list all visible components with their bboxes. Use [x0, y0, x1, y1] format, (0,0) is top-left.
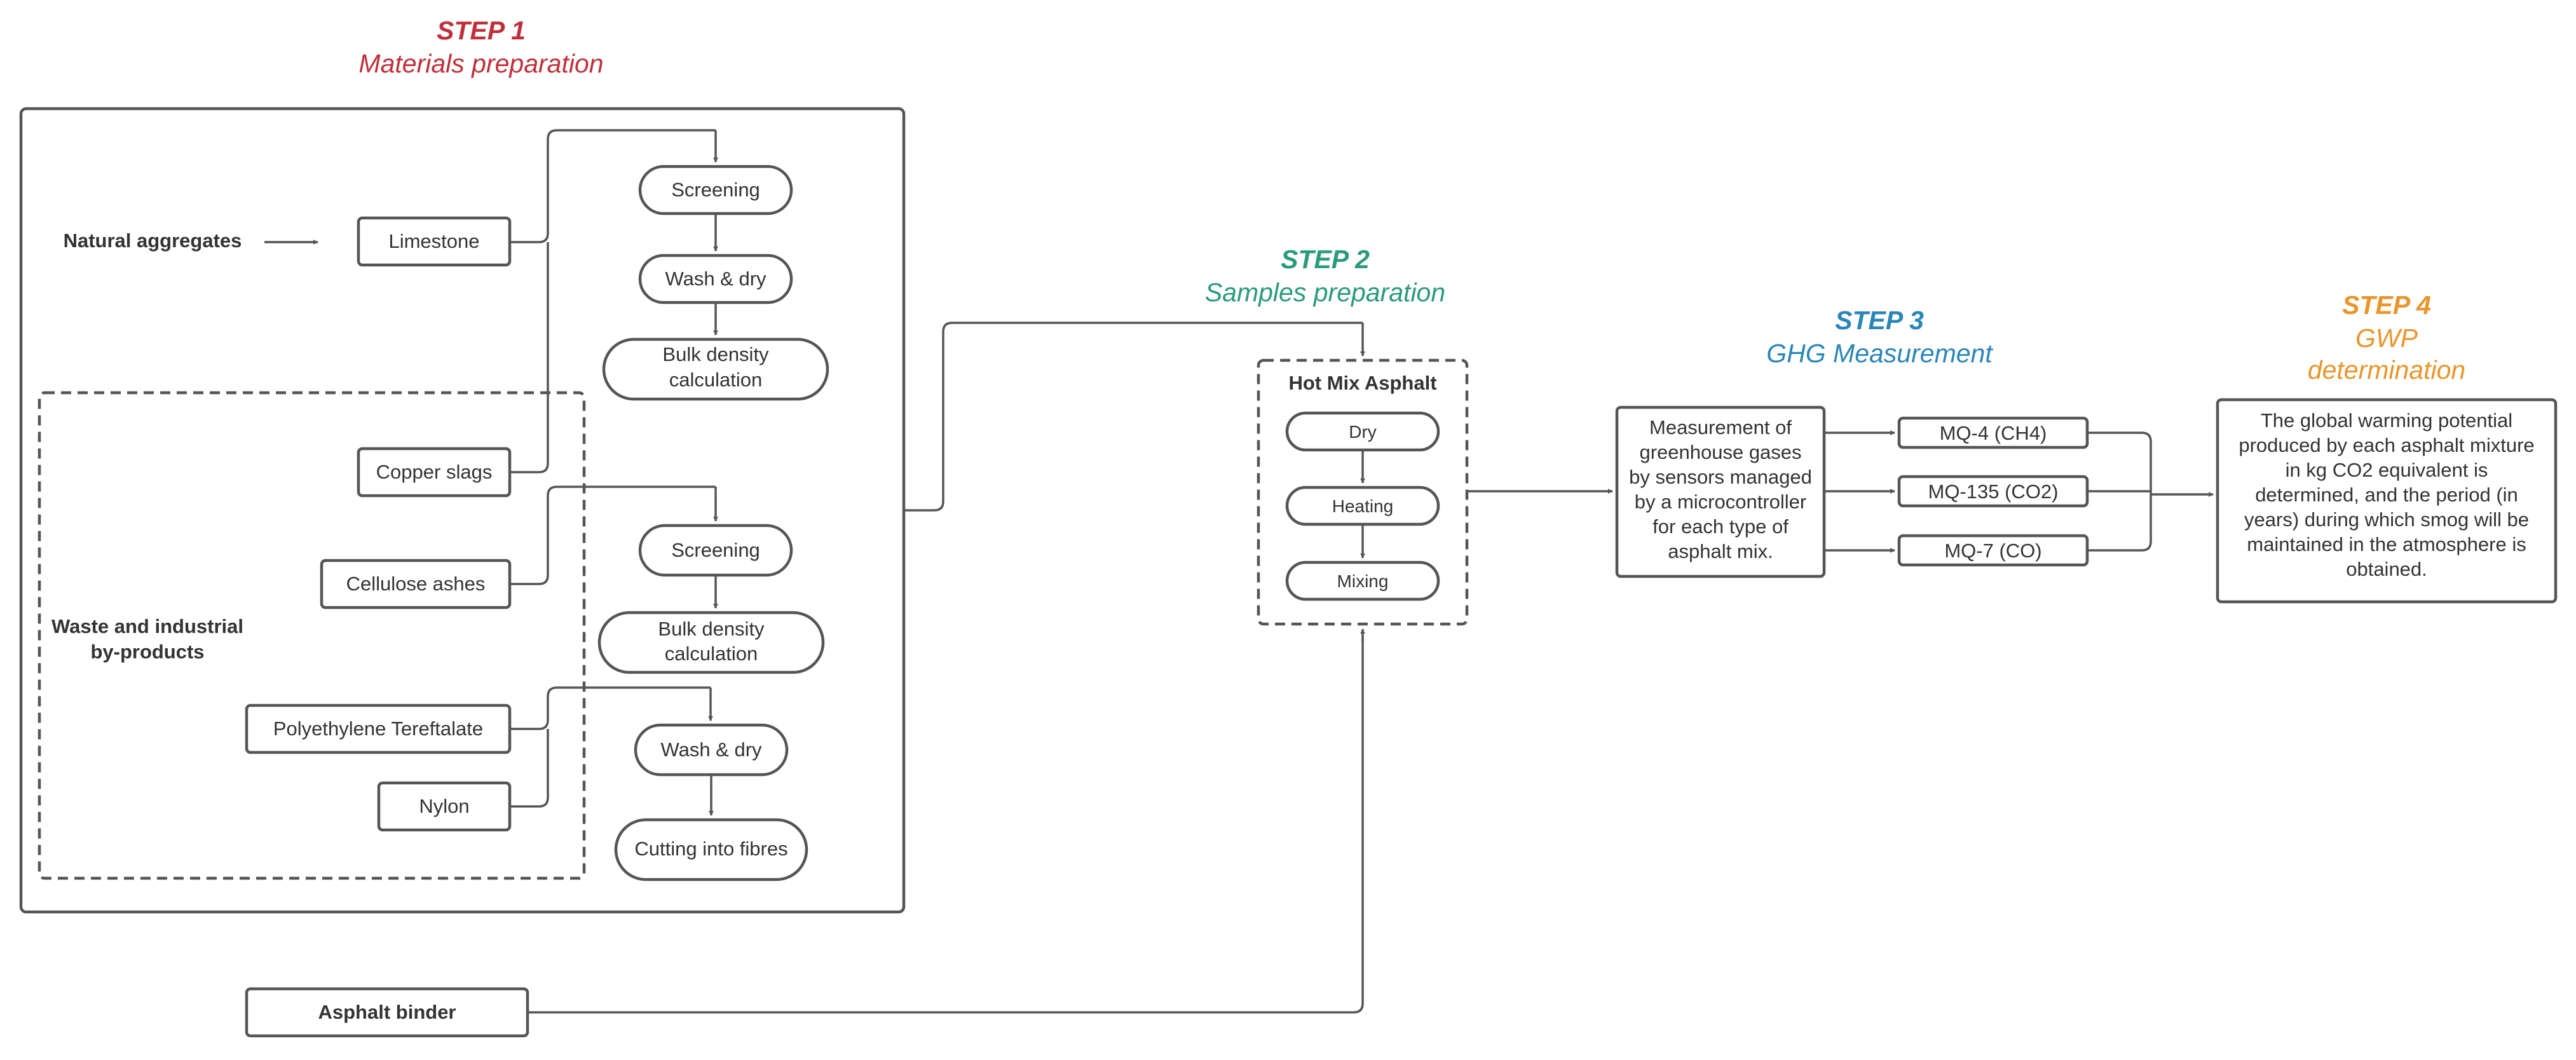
step2-header: STEP 2 Samples preparation [1205, 245, 1445, 307]
step4-title: STEP 4 [2342, 290, 2431, 320]
bulk-density-2-line2: calculation [665, 642, 758, 665]
measurement-line-6: asphalt mix. [1668, 540, 1773, 562]
gwp-box [2216, 398, 2558, 604]
measurement-line-3: by sensors managed [1629, 466, 1812, 488]
step2-subtitle: Samples preparation [1205, 278, 1445, 307]
measurement-line-2: greenhouse gases [1639, 441, 1801, 463]
screening-1-label: Screening [671, 179, 760, 201]
asphalt-binder-label: Asphalt binder [318, 1001, 456, 1023]
waste-label-line1: Waste and industrial [51, 615, 243, 637]
hma-mixing-label: Mixing [1337, 571, 1389, 591]
bulk-density-1 [602, 337, 829, 401]
step1-header: STEP 1 Materials preparation [358, 16, 603, 78]
step4-subtitle-line1: GWP [2355, 323, 2418, 353]
copper-slags-label: Copper slags [376, 461, 493, 483]
measurement-text: Measurement of greenhouse gases by sensors… [1629, 416, 1812, 562]
wash-dry-3-label: Wash & dry [660, 738, 762, 761]
connector-cellulose [510, 486, 716, 585]
gwp-line-1: The global warming potential [2261, 409, 2512, 431]
hma-mixing [1285, 561, 1440, 601]
gwp-line-7: obtained. [2346, 558, 2427, 580]
gwp-text: The global warming potential produced by … [2239, 409, 2534, 580]
limestone-label: Limestone [388, 230, 479, 252]
step3-title: STEP 3 [1835, 306, 1924, 335]
cutting-fibres [614, 818, 808, 881]
cellulose-ashes-label: Cellulose ashes [346, 573, 486, 595]
bulk-density-1-line1: Bulk density [662, 343, 769, 365]
sensor-mq7-label: MQ-7 (CO) [1944, 540, 2041, 562]
gwp-line-3: in kg CO2 equivalent is [2286, 459, 2488, 481]
connector-nylon [510, 729, 549, 808]
nylon-label: Nylon [419, 795, 469, 817]
measurement-line-4: by a microcontroller [1635, 491, 1806, 513]
gwp-line-2: produced by each asphalt mixture [2239, 434, 2534, 456]
gwp-line-6: maintained in the atmosphere is [2247, 533, 2526, 555]
waste-label-line2: by-products [90, 641, 204, 663]
step1-title: STEP 1 [437, 16, 526, 45]
sensor-mq4-label: MQ-4 (CH4) [1940, 422, 2047, 444]
sensor-mq135-label: MQ-135 (CO2) [1928, 480, 2059, 503]
step2-title: STEP 2 [1281, 245, 1370, 274]
connector-pet [510, 686, 711, 730]
wash-dry-1-label: Wash & dry [665, 268, 767, 290]
gwp-line-4: determined, and the period (in [2255, 484, 2518, 506]
gwp-line-5: years) during which smog will be [2244, 508, 2529, 531]
bulk-density-1-line2: calculation [669, 369, 762, 391]
bulk-density-2-line1: Bulk density [658, 618, 765, 640]
hma-title: Hot Mix Asphalt [1288, 372, 1436, 394]
step3-header: STEP 3 GHG Measurement [1766, 306, 1993, 368]
hma-dry-label: Dry [1349, 422, 1377, 442]
natural-aggregates-label: Natural aggregates [64, 229, 242, 252]
connector-binder [528, 635, 1364, 1014]
connector-limestone [510, 129, 716, 243]
step4-header: STEP 4 GWP determination [2308, 290, 2465, 384]
step4-subtitle-line2: determination [2308, 355, 2465, 384]
cutting-fibres-label: Cutting into fibres [634, 838, 787, 860]
measurement-line-5: for each type of [1653, 515, 1789, 538]
pet-label: Polyethylene Tereftalate [273, 717, 483, 740]
connector-materials-to-hma [904, 322, 1363, 512]
screening-2-label: Screening [671, 539, 760, 561]
waste-group-frame [37, 391, 586, 880]
bulk-density-2 [597, 611, 825, 674]
hma-heating-label: Heating [1332, 496, 1394, 516]
connector-copper-slags [510, 242, 549, 473]
measurement-line-1: Measurement of [1649, 416, 1792, 438]
step1-subtitle: Materials preparation [358, 49, 603, 78]
step3-subtitle: GHG Measurement [1766, 339, 1993, 368]
